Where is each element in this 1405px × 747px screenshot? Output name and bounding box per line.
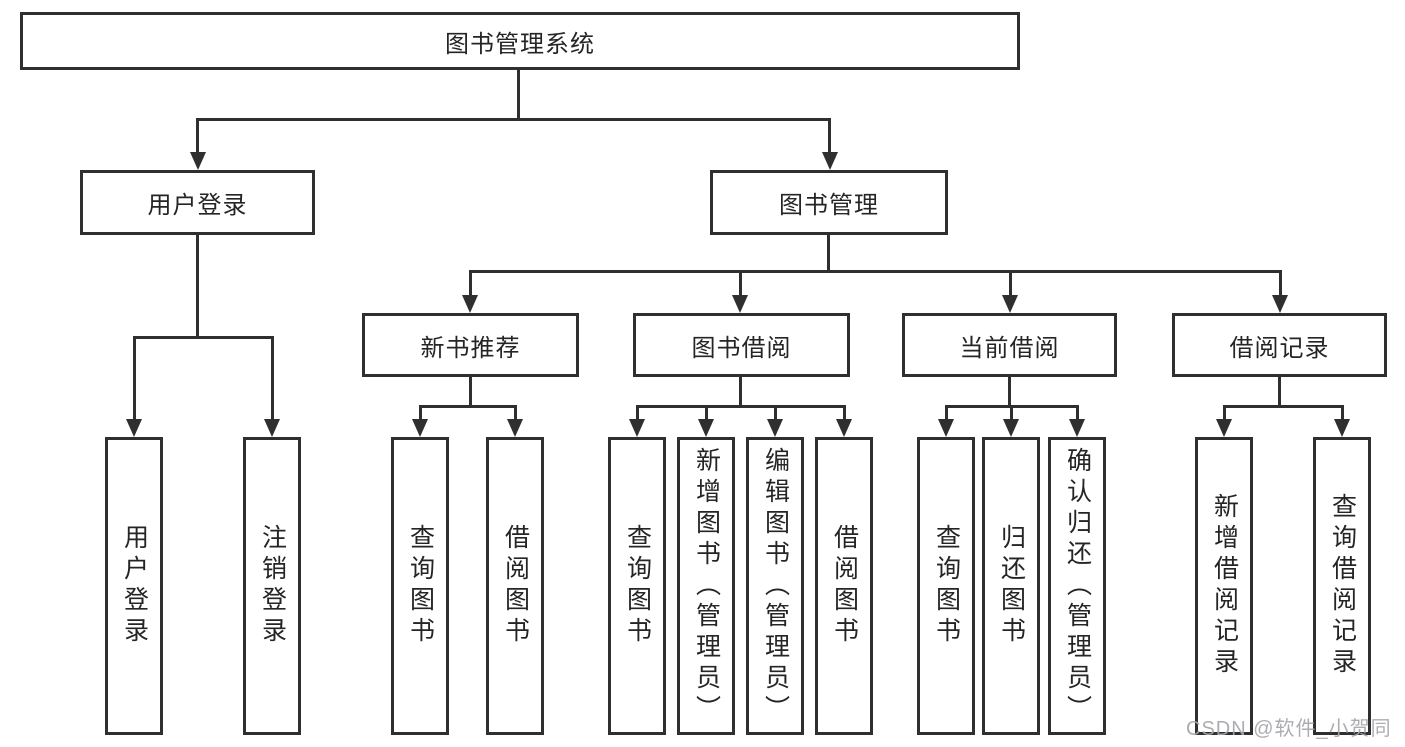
connector-segment — [133, 336, 136, 419]
connector-segment — [774, 405, 777, 419]
connector-segment — [1279, 270, 1282, 295]
leaf-user-login: 用户登录 — [105, 437, 163, 735]
leaf-borrow-query: 查询图书 — [608, 437, 666, 735]
arrowhead-down — [732, 295, 748, 313]
connector-segment — [1223, 405, 1226, 419]
arrowhead-down — [126, 419, 142, 437]
connector-segment — [469, 377, 472, 405]
leaf-current-return: 归还图书 — [982, 437, 1040, 735]
leaf-record-add: 新增借阅记录 — [1195, 437, 1253, 735]
arrowhead-down — [1216, 419, 1232, 437]
leaf-newbook-borrow: 借阅图书 — [486, 437, 544, 735]
connector-segment — [1009, 270, 1012, 295]
leaf-borrow-query-label: 查询图书 — [623, 524, 652, 648]
connector-segment — [1010, 405, 1013, 419]
node-book-borrow: 图书借阅 — [633, 313, 850, 377]
node-library-system-label: 图书管理系统 — [445, 30, 595, 58]
connector-segment — [739, 377, 742, 405]
arrowhead-down — [264, 419, 280, 437]
node-new-book-recommend: 新书推荐 — [362, 313, 579, 377]
connector-segment — [636, 405, 846, 408]
node-user-login-label: 用户登录 — [147, 192, 248, 219]
connector-segment — [469, 270, 472, 295]
connector-segment — [133, 336, 274, 339]
connector-segment — [843, 405, 846, 419]
arrowhead-down — [1272, 295, 1288, 313]
node-book-management-label: 图书管理 — [779, 192, 879, 219]
leaf-logout: 注销登录 — [243, 437, 301, 735]
leaf-newbook-borrow-label: 借阅图书 — [501, 524, 530, 648]
leaf-borrow-edit-admin: 编辑图书（管理员） — [746, 437, 804, 735]
arrowhead-down — [462, 295, 478, 313]
arrowhead-down — [1003, 419, 1019, 437]
connector-segment — [419, 405, 517, 408]
leaf-borrow-add-admin-label: 新增图书（管理员） — [692, 446, 721, 726]
node-borrow-records-label: 借阅记录 — [1229, 334, 1330, 362]
leaf-borrow-edit-admin-label: 编辑图书（管理员） — [761, 446, 790, 726]
arrowhead-down — [698, 419, 714, 437]
leaf-current-query: 查询图书 — [917, 437, 975, 735]
leaf-record-add-label: 新增借阅记录 — [1210, 493, 1239, 679]
connector-segment — [196, 235, 199, 336]
leaf-logout-label: 注销登录 — [258, 524, 287, 648]
connector-segment — [827, 235, 830, 272]
leaf-record-query-label: 查询借阅记录 — [1328, 493, 1357, 679]
connector-segment — [705, 405, 708, 419]
connector-segment — [196, 118, 199, 152]
arrowhead-down — [1069, 419, 1085, 437]
connector-segment — [196, 118, 831, 121]
connector-segment — [469, 270, 1282, 273]
leaf-user-login-label: 用户登录 — [120, 524, 149, 648]
connector-segment — [1223, 405, 1344, 408]
connector-segment — [271, 336, 274, 419]
node-borrow-records: 借阅记录 — [1172, 313, 1387, 377]
connector-segment — [514, 405, 517, 419]
leaf-current-confirm-admin-label: 确认归还（管理员） — [1063, 446, 1092, 726]
leaf-record-query: 查询借阅记录 — [1313, 437, 1371, 735]
arrowhead-down — [938, 419, 954, 437]
leaf-borrow-book-label: 借阅图书 — [830, 524, 859, 648]
connector-segment — [828, 118, 831, 152]
node-book-management: 图书管理 — [710, 170, 948, 235]
connector-segment — [739, 270, 742, 295]
arrowhead-down — [767, 419, 783, 437]
arrowhead-down — [507, 419, 523, 437]
arrowhead-down — [1334, 419, 1350, 437]
csdn-watermark: CSDN @软件_小贺同学 — [1186, 718, 1392, 740]
leaf-newbook-query: 查询图书 — [391, 437, 449, 735]
connector-segment — [419, 405, 422, 419]
leaf-newbook-query-label: 查询图书 — [406, 524, 435, 648]
leaf-borrow-add-admin: 新增图书（管理员） — [677, 437, 735, 735]
connector-segment — [1008, 377, 1011, 405]
connector-segment — [945, 405, 948, 419]
connector-segment — [636, 405, 639, 419]
node-current-borrow: 当前借阅 — [902, 313, 1117, 377]
arrowhead-down — [412, 419, 428, 437]
leaf-current-confirm-admin: 确认归还（管理员） — [1048, 437, 1106, 735]
leaf-current-return-label: 归还图书 — [997, 524, 1026, 648]
arrowhead-down — [190, 152, 206, 170]
connector-segment — [1076, 405, 1079, 419]
leaf-current-query-label: 查询图书 — [932, 524, 961, 648]
arrowhead-down — [822, 152, 838, 170]
node-library-system: 图书管理系统 — [20, 12, 1020, 70]
arrowhead-down — [836, 419, 852, 437]
node-current-borrow-label: 当前借阅 — [959, 334, 1060, 362]
connector-segment — [1278, 377, 1281, 405]
connector-segment — [1341, 405, 1344, 419]
arrowhead-down — [629, 419, 645, 437]
node-new-book-recommend-label: 新书推荐 — [420, 334, 521, 362]
node-book-borrow-label: 图书借阅 — [691, 334, 792, 362]
leaf-borrow-book: 借阅图书 — [815, 437, 873, 735]
arrowhead-down — [1002, 295, 1018, 313]
connector-segment — [517, 70, 520, 120]
node-user-login: 用户登录 — [80, 170, 315, 235]
